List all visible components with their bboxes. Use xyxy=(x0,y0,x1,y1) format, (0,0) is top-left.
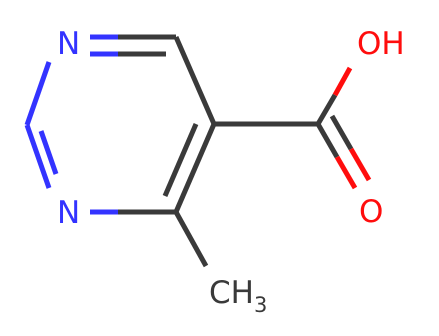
atom-oh-label: OH xyxy=(357,26,405,62)
bond-c2-n1 xyxy=(24,61,52,126)
bond-c2-n3 xyxy=(24,124,52,189)
bond-carboxyl-o-c1 xyxy=(315,122,340,159)
bond-carboxyl-oh-o xyxy=(332,66,353,97)
methyl-ch: CH xyxy=(209,275,254,311)
methyl-subscript: 3 xyxy=(254,293,267,317)
atom-n1-label: N xyxy=(57,26,80,62)
bond-c2-n3-inner xyxy=(38,130,59,175)
bond-carboxyl-o-c2 xyxy=(329,114,354,151)
bond-carboxyl-oh-c xyxy=(315,93,338,126)
bond-c5-c4 xyxy=(173,123,217,213)
bond-c6-c5 xyxy=(173,35,217,126)
atom-methyl-label: CH3 xyxy=(209,275,267,317)
atom-o-carbonyl-label: O xyxy=(359,194,383,230)
bond-carboxyl-o-o2 xyxy=(348,147,372,182)
atom-n3-label: N xyxy=(57,195,80,231)
bond-c4-methyl xyxy=(173,210,209,268)
bond-c5-c4-inner xyxy=(162,123,199,197)
bond-carboxyl-o-o1 xyxy=(334,155,358,190)
